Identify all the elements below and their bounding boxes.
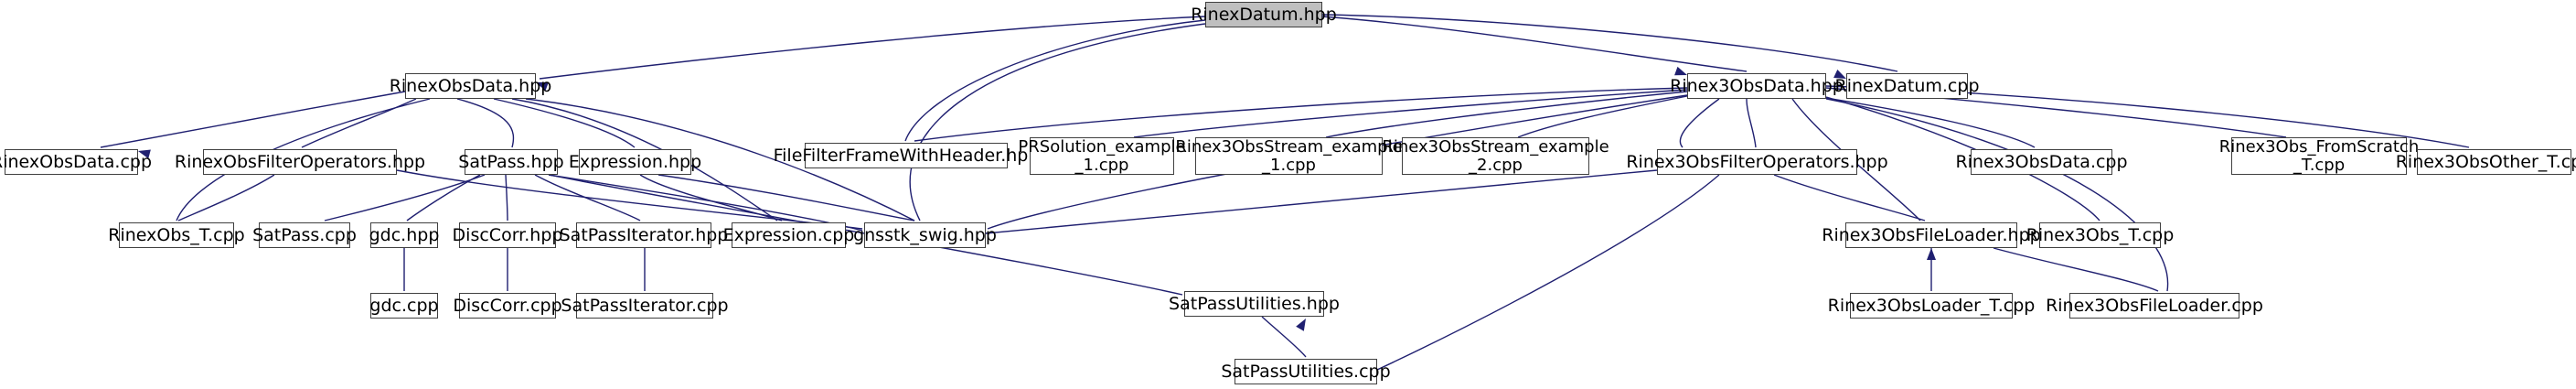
edge-n12-to-n31 — [1376, 174, 1720, 371]
edge-n2-to-n30 — [1825, 98, 2169, 292]
edge-n0-to-n2 — [1321, 16, 1748, 72]
graph-node-rinexdatum-hpp[interactable]: RinexDatum.hpp — [1191, 2, 1337, 27]
edge-n2-to-n12 — [1746, 98, 1757, 148]
graph-node-rinex3obsdata-cpp[interactable]: Rinex3ObsData.cpp — [1955, 149, 2128, 175]
edge-n1-to-n6 — [456, 98, 515, 148]
arrowhead — [1927, 248, 1936, 260]
arrowhead — [536, 81, 549, 92]
graph-node-rinex3obsfileloader-cpp[interactable]: Rinex3ObsFileLoader.cpp — [2046, 293, 2263, 319]
graph-node-prsolution-example-1-cpp[interactable]: PRSolution_example _1.cpp — [1018, 136, 1186, 175]
graph-node-satpassutilities-cpp[interactable]: SatPassUtilities.cpp — [1221, 359, 1391, 384]
graph-node-satpass-hpp[interactable]: SatPass.hpp — [458, 149, 564, 175]
edge-n5-to-n16 — [177, 174, 275, 222]
edge-n1-to-n4 — [100, 91, 406, 148]
edge-n0-to-n1 — [539, 16, 1206, 80]
edge-n2-to-n13 — [1819, 96, 2036, 148]
graph-node-satpassiterator-hpp[interactable]: SatPassIterator.hpp — [560, 222, 728, 248]
graph-node-rinex3obsloader-t-cpp[interactable]: Rinex3ObsLoader_T.cpp — [1828, 293, 2035, 319]
edge-n2-to-n11 — [1517, 94, 1693, 138]
graph-node-rinexobsdata-hpp[interactable]: RinexObsData.hpp — [390, 73, 551, 99]
graph-node-rinexobsdata-cpp[interactable]: RinexObsData.cpp — [0, 149, 152, 175]
graph-node-satpass-cpp[interactable]: SatPass.cpp — [252, 222, 357, 248]
edge-n12-to-n22 — [985, 169, 1658, 234]
graph-node-filefilterframewithheader-hpp[interactable]: FileFilterFrameWithHeader.hpp — [774, 143, 1039, 168]
edge-n12-to-n23 — [1773, 174, 1926, 222]
graph-node-rinex3obsother-t-cpp[interactable]: Rinex3ObsOther_T.cpp — [2396, 149, 2576, 175]
edge-n6-to-n20 — [534, 174, 641, 222]
graph-node-expression-hpp[interactable]: Expression.hpp — [569, 149, 701, 175]
graph-node-rinex3obsstream-example-2-cpp[interactable]: Rinex3ObsStream_example _2.cpp — [1382, 136, 1609, 175]
edge-n6-to-n19 — [505, 174, 508, 222]
edge-n2-to-n9 — [1133, 89, 1688, 138]
edge-n2-to-n8 — [914, 87, 1688, 142]
edge-n7-to-n21 — [639, 174, 783, 222]
graph-node-gdc-cpp[interactable]: gdc.cpp — [369, 293, 439, 319]
graph-node-disccorr-hpp[interactable]: DiscCorr.hpp — [453, 222, 562, 248]
graph-node-rinexdatum-cpp[interactable]: RinexDatum.cpp — [1835, 73, 1980, 99]
edge-n2-to-n10 — [1325, 91, 1688, 138]
edge-n2-to-n12b — [1679, 98, 1720, 148]
edge-n6-to-n17 — [324, 174, 486, 222]
edge-n28-to-n31 — [1261, 316, 1307, 358]
graph-node-disccorr-cpp[interactable]: DiscCorr.cpp — [453, 293, 562, 319]
graph-node-gdc-hpp[interactable]: gdc.hpp — [369, 222, 439, 248]
arrowhead — [138, 149, 151, 159]
edge-n1-to-n7 — [493, 98, 636, 148]
arrowhead — [1296, 319, 1306, 331]
graph-node-gnsstk-swig-hpp[interactable]: gnsstk_swig.hpp — [853, 222, 997, 248]
edge-n7-to-n22 — [657, 174, 915, 222]
graph-node-expression-cpp[interactable]: Expression.cpp — [723, 222, 854, 248]
arrowhead — [1674, 66, 1687, 76]
edge-n23-to-n30 — [1993, 247, 2159, 292]
graph-node-satpassutilities-hpp[interactable]: SatPassUtilities.hpp — [1169, 291, 1340, 317]
edge-n1-to-n22 — [525, 98, 915, 222]
graph-node-rinexobs-t-cpp[interactable]: RinexObs_T.cpp — [108, 222, 245, 248]
edge-n0-to-n3 — [1321, 14, 1898, 72]
arrowhead — [1833, 69, 1846, 79]
graph-node-rinex3obs-fromscratch-t-cpp[interactable]: Rinex3Obs_FromScratch _T.cpp — [2218, 136, 2420, 175]
graph-node-rinex3obsdata-hpp[interactable]: Rinex3ObsData.hpp — [1670, 73, 1844, 99]
graph-node-rinex3obsfileloader-hpp[interactable]: Rinex3ObsFileLoader.hpp — [1822, 222, 2041, 248]
graph-node-rinex3obsfilteroperators-hpp[interactable]: Rinex3ObsFilterOperators.hpp — [1626, 149, 1888, 175]
edge-n1-to-n5 — [301, 98, 417, 148]
graph-node-rinexobsfilteroperators-hpp[interactable]: RinexObsFilterOperators.hpp — [175, 149, 425, 175]
graph-node-rinex3obs-t-cpp[interactable]: Rinex3Obs_T.cpp — [2026, 222, 2174, 248]
graph-node-satpassiterator-cpp[interactable]: SatPassIterator.cpp — [561, 293, 729, 319]
graph-node-rinex3obsstream-example-1-cpp[interactable]: Rinex3ObsStream_example _1.cpp — [1175, 136, 1403, 175]
edge-n0-to-n8 — [904, 19, 1206, 142]
edge-n6-to-n18 — [406, 174, 481, 222]
edge-n0-to-n22 — [909, 23, 1206, 222]
